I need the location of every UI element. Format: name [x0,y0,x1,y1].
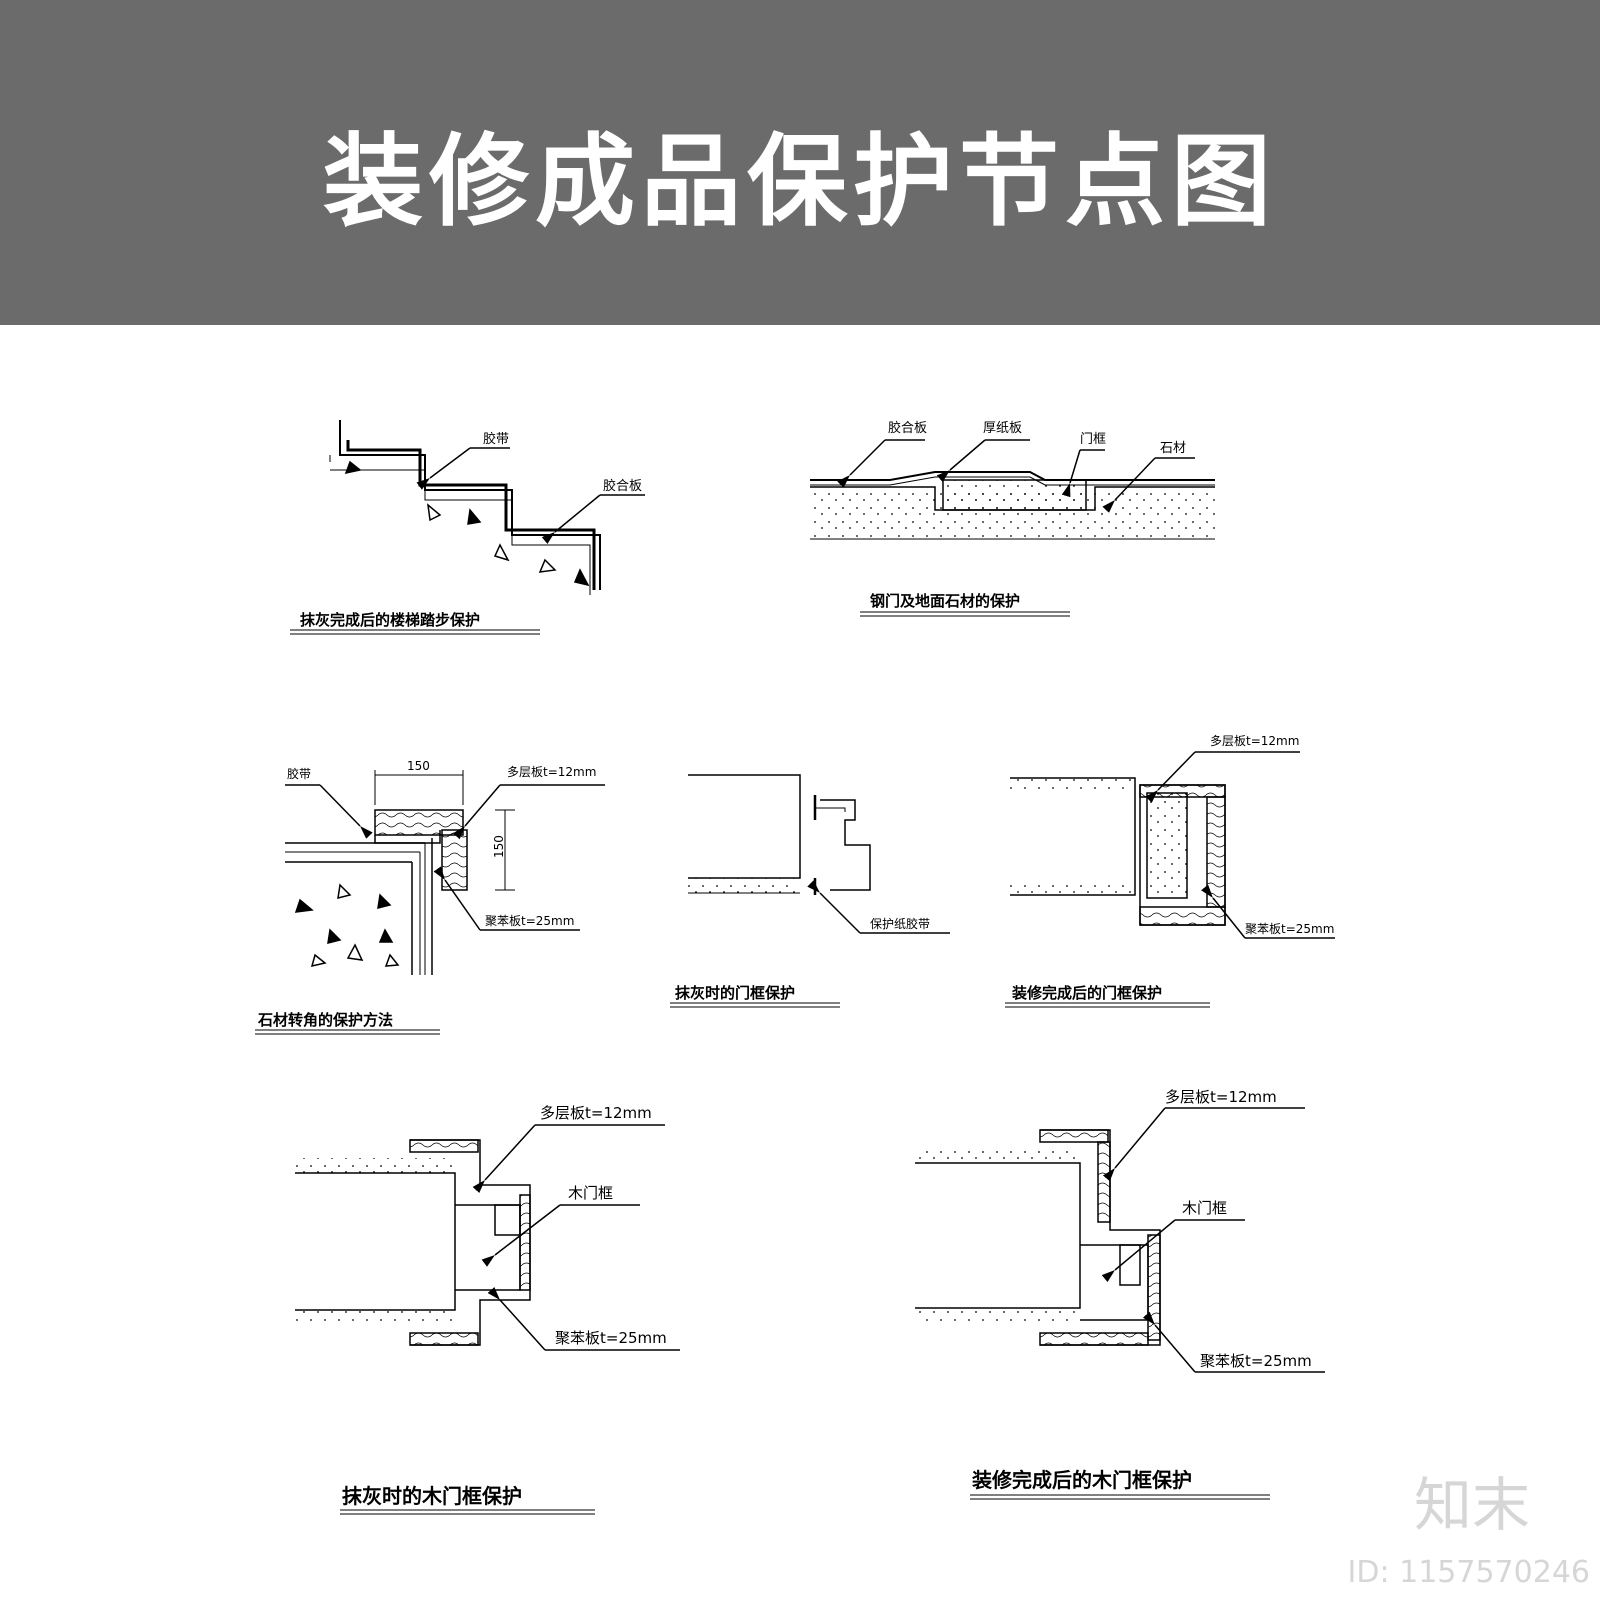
wood-finish-caption: 装修完成后的木门框保护 [971,1468,1192,1492]
steel-caption: 钢门及地面石材的保护 [870,592,1020,610]
detail-stair [290,420,645,635]
corner-multilayer-label: 多层板t=12mm [507,765,596,779]
wood-plaster-caption: 抹灰时的木门框保护 [342,1484,522,1508]
plaster-tape-label: 保护纸胶带 [870,916,930,931]
wood-plaster-frame-label: 木门框 [568,1184,613,1202]
wood-finish-multilayer-label: 多层板t=12mm [1165,1088,1277,1106]
detail-stone-corner [255,770,605,1035]
detail-frame-plaster [670,774,950,1008]
detail-steel-door [810,439,1215,617]
corner-polystyrene-label: 聚苯板t=25mm [485,914,574,928]
frame-plaster-caption: 抹灰时的门框保护 [675,984,795,1002]
corner-dim-v: 150 [492,835,506,858]
steel-stone-label: 石材 [1160,441,1186,456]
stair-caption: 抹灰完成后的楼梯踏步保护 [300,611,480,629]
detail-wood-finish [915,1107,1325,1500]
corner-tape-label: 胶带 [287,766,311,781]
frame-finish-caption: 装修完成后的门框保护 [1011,984,1162,1002]
corner-caption: 石材转角的保护方法 [257,1011,393,1029]
wood-plaster-multilayer-label: 多层板t=12mm [540,1104,652,1122]
title-banner: 装修成品保护节点图 [0,0,1600,325]
steel-plywood-label: 胶合板 [888,420,927,436]
finish-polystyrene-label: 聚苯板t=25mm [1245,922,1334,936]
steel-frame-label: 门框 [1080,432,1106,447]
steel-cardboard-label: 厚纸板 [983,421,1022,436]
image-id-label: ID: 1157570246 [1347,1555,1590,1590]
page-title: 装修成品保护节点图 [323,122,1277,240]
brand-logo: 知末 [1413,1471,1530,1539]
stair-board-label: 胶合板 [603,478,642,494]
wood-finish-frame-label: 木门框 [1182,1199,1227,1217]
wood-plaster-polystyrene-label: 聚苯板t=25mm [555,1329,667,1347]
wood-finish-polystyrene-label: 聚苯板t=25mm [1200,1352,1312,1370]
detail-frame-finish [1005,751,1335,1008]
finish-multilayer-label: 多层板t=12mm [1210,734,1299,748]
stair-tape-label: 胶带 [483,431,509,447]
corner-dim-h: 150 [407,759,430,773]
detail-wood-plaster [295,1124,680,1515]
